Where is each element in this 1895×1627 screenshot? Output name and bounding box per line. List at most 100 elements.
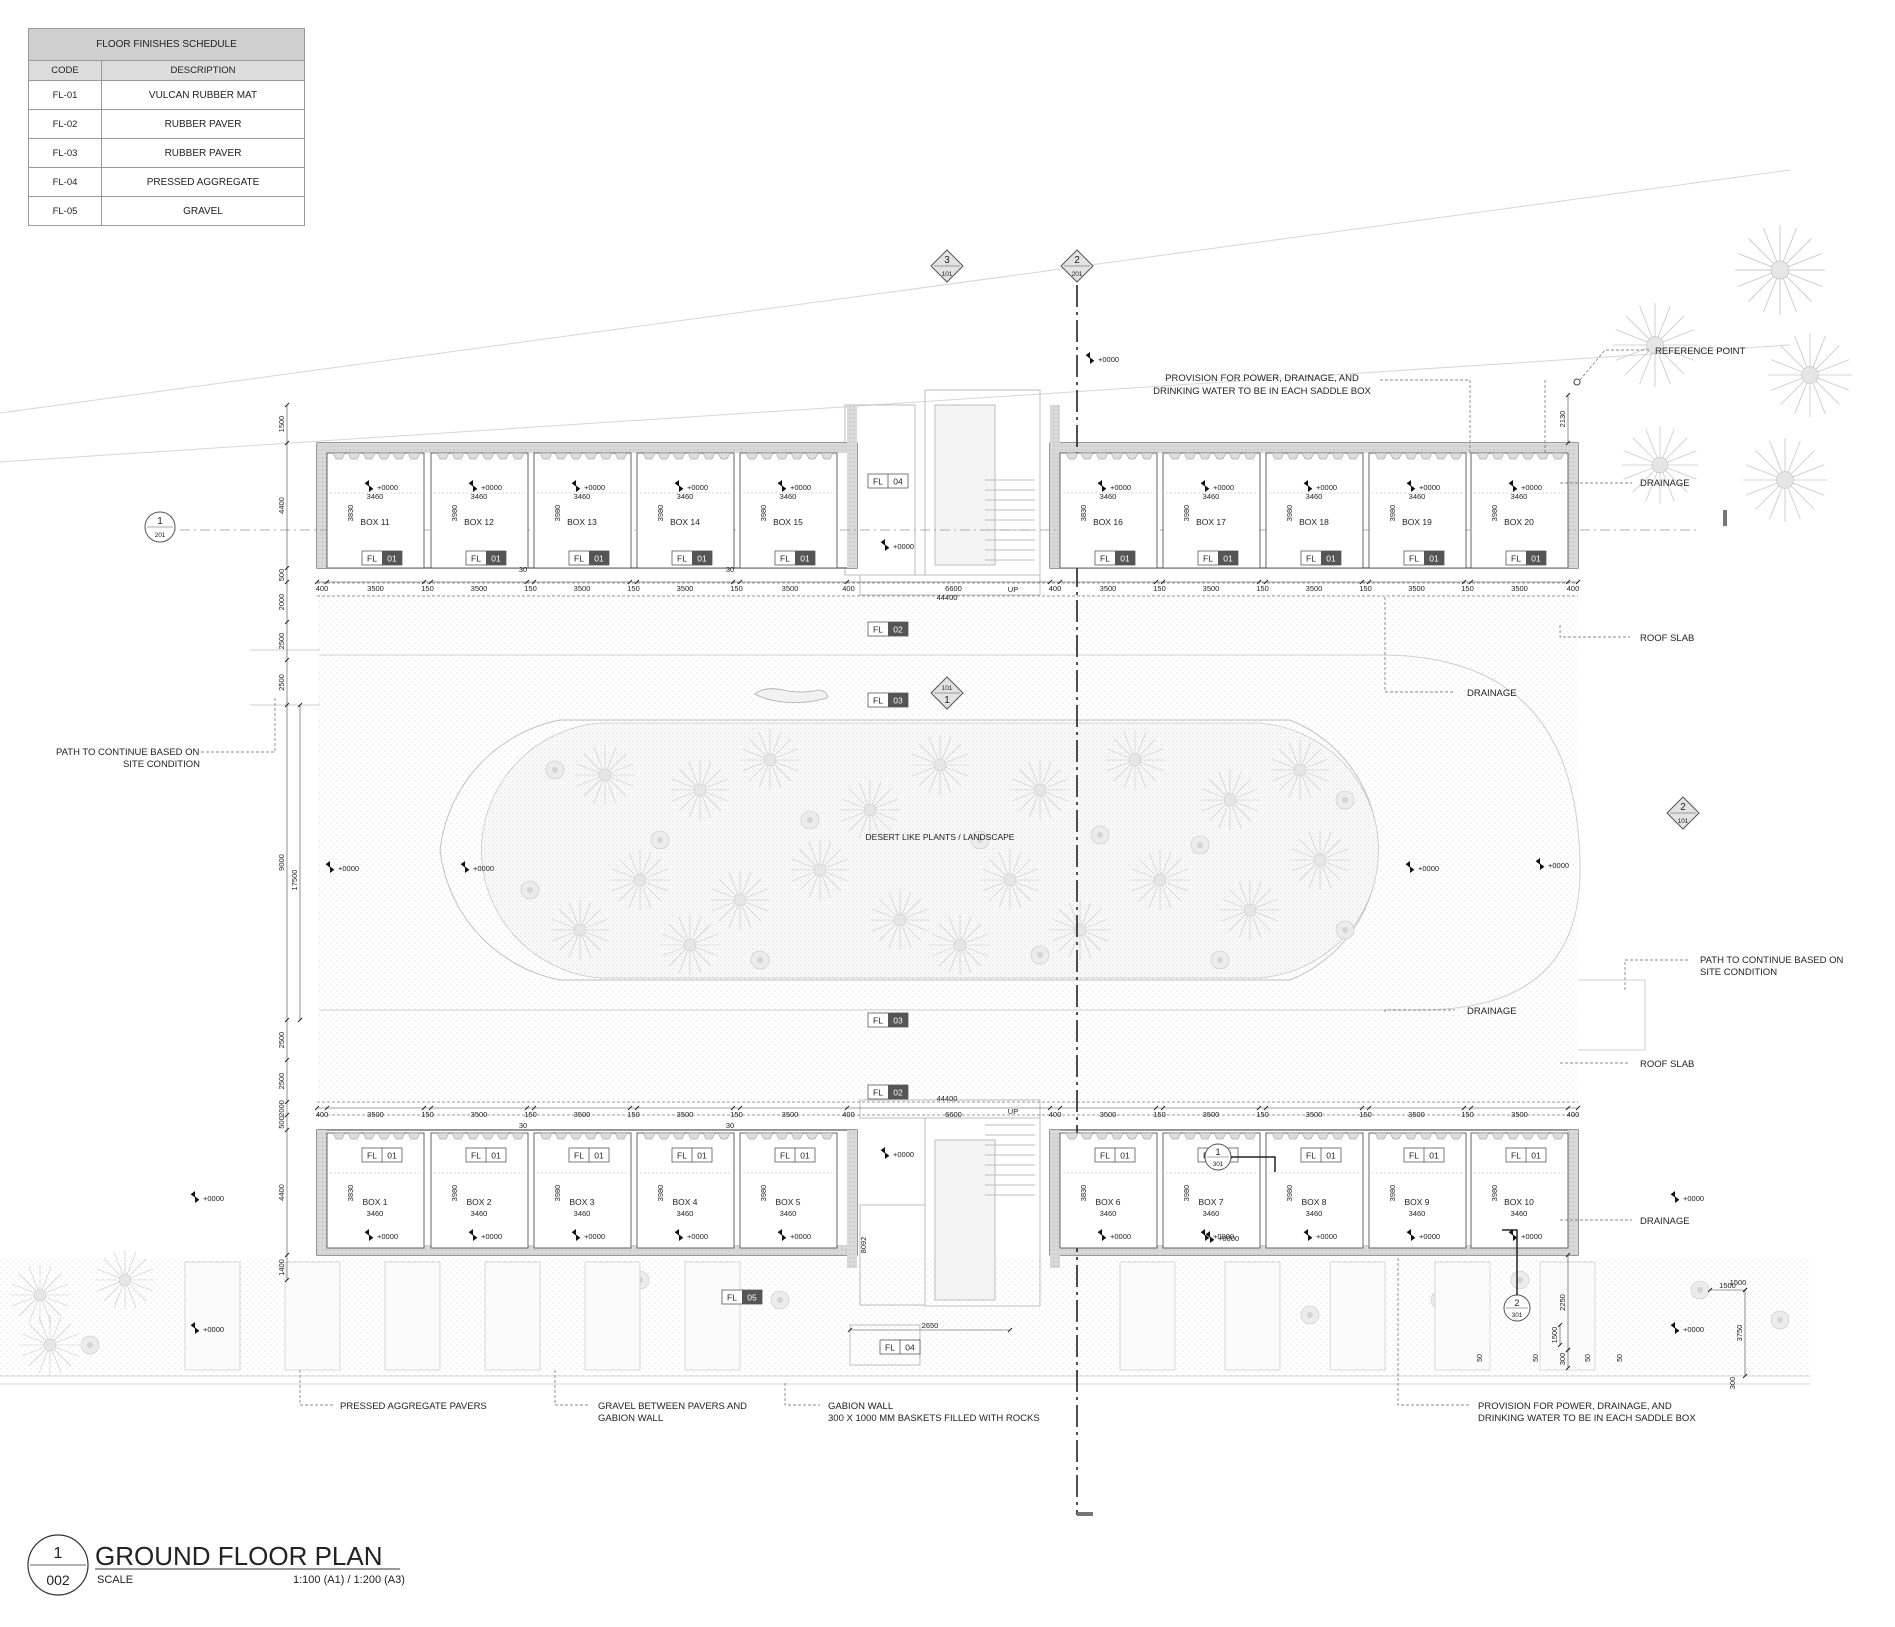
awning-panel: [554, 1132, 568, 1140]
dimension-tick: [1153, 579, 1159, 585]
dimension-label: 50: [1617, 1354, 1624, 1362]
dimension-tick: [730, 579, 736, 585]
finish-tag-code: 03: [893, 1016, 903, 1026]
level-marker: +0000: [1406, 480, 1440, 492]
finish-tag-prefix: FL: [1511, 554, 1521, 564]
level-value: +0000: [1213, 483, 1234, 492]
finish-tag-code-fill: [486, 551, 506, 565]
schedule-desc: PRESSED AGGREGATE: [101, 167, 305, 197]
finish-tag-code-fill: [888, 1013, 908, 1027]
finish-tag-prefix: FL: [873, 477, 883, 487]
dimension-label: 150: [421, 584, 434, 593]
saddle-box-name: BOX 9: [1404, 1197, 1429, 1207]
landscape-area: [481, 722, 1379, 979]
dimension-label: 3500: [677, 584, 694, 593]
saddle-box-outline: [1470, 452, 1569, 569]
dimension-label: 500: [277, 569, 286, 582]
dimension-tick: [284, 1127, 290, 1133]
finish-tag-code: 01: [594, 554, 604, 564]
finish-tag-prefix: FL: [873, 1016, 883, 1026]
dimension-label: 1400: [277, 1259, 286, 1276]
dimension-tick: [1007, 1327, 1013, 1333]
level-icon-line: [1205, 1233, 1215, 1241]
dimension-tick: [1359, 1105, 1365, 1111]
dimension-label: 1500: [277, 416, 286, 433]
awning-panel: [481, 1132, 495, 1140]
schedule-title: FLOOR FINISHES SCHEDULE: [28, 28, 305, 61]
dimension-total: 44400: [937, 1094, 958, 1103]
awning-panel: [332, 452, 346, 460]
dimension-tick: [1366, 1105, 1372, 1111]
finish-tag-code: 01: [1531, 1151, 1541, 1161]
saddle-box-depth-dim: 3980: [1285, 505, 1294, 522]
dimension-tick: [314, 579, 320, 585]
scale-value: 1:100 (A1) / 1:200 (A3): [293, 1574, 405, 1586]
dimension-label: 8092: [859, 1237, 868, 1254]
awning-panel: [702, 1132, 716, 1140]
saddle-box-width-dim: 3460: [1203, 1209, 1220, 1218]
saddle-box-name: BOX 13: [567, 517, 597, 527]
section-marker: 2 101: [1666, 796, 1700, 830]
awning-panel: [1095, 1132, 1109, 1140]
awning-panel: [496, 1132, 510, 1140]
saddle-box-depth-dim: 3980: [1388, 1185, 1397, 1202]
stair-up-label: UP: [1008, 585, 1018, 594]
level-icon-line: [1406, 1231, 1416, 1239]
floor-finishes-schedule: FLOOR FINISHES SCHEDULE CODE DESCRIPTION…: [28, 28, 305, 226]
saddle-box-width-dim: 3460: [1511, 492, 1528, 501]
awning-panel: [347, 452, 361, 460]
awning-panel: [1301, 1132, 1315, 1140]
finish-tag-prefix: FL: [1100, 554, 1110, 564]
level-marker: +0000: [571, 1229, 605, 1241]
awning-panel: [332, 1132, 346, 1140]
dimension-tick: [1468, 579, 1474, 585]
dimension-tick: [1263, 1105, 1269, 1111]
level-marker: +0000: [1200, 480, 1234, 492]
awning-panel: [1389, 452, 1403, 460]
saddle-box-depth-dim: 3980: [1182, 1185, 1191, 1202]
saddle-box-depth-dim: 3980: [1490, 505, 1499, 522]
finish-tag-code-fill: [888, 622, 908, 636]
finish-tag-code: 03: [893, 696, 903, 706]
saddle-box-width-dim: 3460: [677, 492, 694, 501]
saddle-box-depth-dim: 3980: [656, 1185, 665, 1202]
saddle-box-width-dim: 3460: [1306, 492, 1323, 501]
awning-panel: [1125, 1132, 1139, 1140]
finish-tag-code-fill: [1424, 551, 1444, 565]
finish-tag-code: 01: [1326, 1151, 1336, 1161]
awning-panel: [599, 452, 613, 460]
dimension-tick: [428, 1105, 434, 1111]
finish-tag-prefix: FL: [471, 1151, 481, 1161]
level-marker: +0000: [1670, 1191, 1704, 1203]
dimension-label: 3500: [782, 584, 799, 593]
dimension-label: 3500: [1511, 1110, 1528, 1119]
awning-panel: [1491, 1132, 1505, 1140]
note-drainage: DRAINAGE: [1640, 478, 1690, 489]
saddle-box-width-dim: 3460: [1306, 1209, 1323, 1218]
dimension-tick: [1557, 1342, 1563, 1348]
note-pavers: PRESSED AGGREGATE PAVERS: [340, 1401, 487, 1412]
saddle-box-width-dim: 3460: [367, 1209, 384, 1218]
dimension-label: 150: [730, 584, 743, 593]
awning-panel: [1110, 1132, 1124, 1140]
awning-panel: [642, 1132, 656, 1140]
dimension-label: 150: [1153, 584, 1166, 593]
level-marker: +0000: [1303, 480, 1337, 492]
dimension-tick: [284, 702, 290, 708]
finish-tag-code-fill: [589, 551, 609, 565]
finish-tag: FL 03: [867, 1012, 909, 1028]
dimension-tick: [1468, 1105, 1474, 1111]
awning-panel: [642, 452, 656, 460]
note-gabion-2: 300 X 1000 MM BASKETS FILLED WITH ROCKS: [828, 1413, 1040, 1424]
saddle-box-outline: [1368, 452, 1467, 569]
level-icon: [778, 1229, 786, 1241]
saddle-box-depth-dim: 3830: [346, 1185, 355, 1202]
